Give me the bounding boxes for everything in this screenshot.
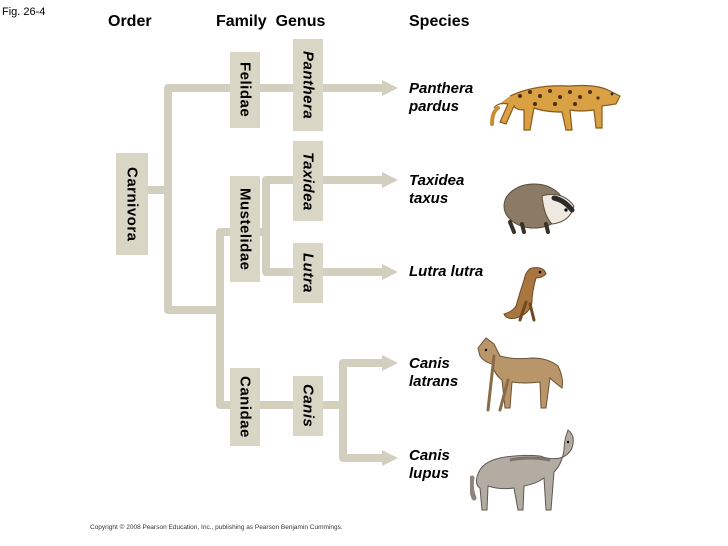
genus-lutra-label: Lutra: [293, 243, 323, 303]
wolf-illustration: [470, 429, 574, 511]
genus-taxidea-label: Taxidea: [293, 141, 323, 221]
arrow-canis-latrans: [382, 355, 398, 371]
branch-canis-latrans: [322, 359, 388, 409]
branch-felidae: [145, 84, 388, 194]
arrow-lutra-lutra: [382, 264, 398, 280]
family-mustelidae-label: Mustelidae: [230, 176, 260, 282]
species-lutra-lutra: Lutra lutra: [409, 263, 484, 280]
branch-lutra: [262, 228, 388, 276]
badger-illustration: [503, 183, 575, 234]
copyright-notice: Copyright © 2008 Pearson Education, Inc.…: [90, 524, 343, 531]
figure-label: Fig. 26-4: [2, 6, 46, 18]
header-family-genus: Family Genus: [216, 13, 326, 30]
branch-taxidea: [262, 176, 388, 236]
branch-carnivora-lower: [164, 186, 224, 314]
arrow-panthera-pardus: [382, 80, 398, 96]
order-carnivora-label: Carnivora: [116, 153, 148, 255]
otter-illustration: [503, 267, 547, 322]
coyote-illustration: [477, 337, 563, 412]
family-felidae-label: Felidae: [230, 52, 260, 128]
branch-canidae: [216, 306, 330, 409]
genus-canis-label: Canis: [293, 376, 323, 436]
leopard-illustration: [490, 84, 621, 131]
header-order: Order: [108, 13, 152, 30]
arrow-canis-lupus: [382, 450, 398, 466]
header-species: Species: [409, 13, 470, 30]
branch-canis-lupus: [339, 401, 388, 462]
genus-panthera-label: Panthera: [293, 39, 323, 131]
arrow-taxidea-taxus: [382, 172, 398, 188]
family-canidae-label: Canidae: [230, 368, 260, 446]
